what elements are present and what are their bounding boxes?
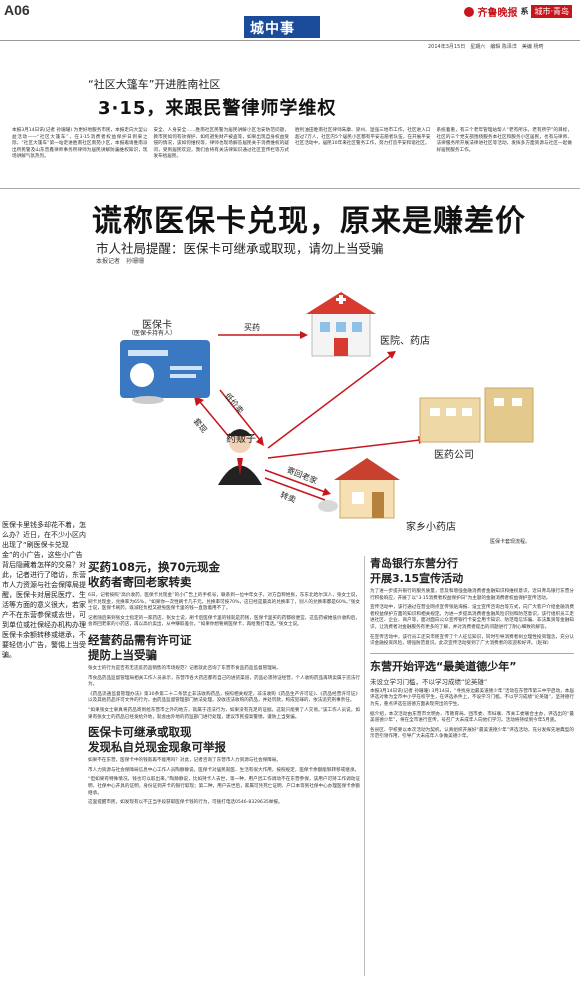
node-pharmacy-label: 家乡小药店 <box>406 522 456 533</box>
top-story-kicker: “社区大篷车”开进胜南社区 <box>88 78 221 91</box>
arrow-pharmacy-broker <box>264 477 326 501</box>
subheading-2-line-2: 提防上当受骗 <box>88 647 157 662</box>
top-story-col-3: 胜利油田胜南社区律师朱康、梁州、温强三地市工作，社区进入口超过7万人，社区内5个… <box>295 128 431 147</box>
arrow-broker-pharmacy <box>264 469 326 493</box>
company-icon <box>419 397 481 443</box>
main-subheadline: 市人社局提醒：医保卡可继承或取现，请勿上当受骗 <box>96 241 384 256</box>
paragraph: 这里提醒市民，如发现有以不正当手段获取医保卡钱的行为，可拨打电话0546-832… <box>88 800 283 806</box>
paragraph: 市食品药品监督管理局相关工作人员表示，东营市各大药店都有自己的进货渠道，药品必须… <box>88 675 360 688</box>
paragraph: 如果不在东营，医保卡中的钱就再不能用吗？对此，记者咨询了东营市人力资源与社会保障… <box>88 758 281 764</box>
subheading-1-line-2: 收药者寄回老家转卖 <box>88 575 192 589</box>
arrow-buy-head <box>300 331 308 339</box>
bank-story-headline-2: 开展3.15宣传活动 <box>370 572 464 585</box>
pills-icon <box>318 500 338 512</box>
top-story-col-2: 安全、人身安全……胜南社区民警为居民讲解小区治安防范问题，教市民如何有效保护、如… <box>153 128 290 160</box>
paragraph: 《药品流通监督管理办法》第30条第二十二条禁止非法收购药品，按照相关规定，非法收… <box>88 691 360 704</box>
logo-suffix: 系 <box>520 7 529 16</box>
subheading-1-line-1: 买药108元，换70元现金 <box>88 560 221 574</box>
arrow-broker-card-head <box>194 396 204 406</box>
column-divider <box>364 556 365 976</box>
fraud-flow-diagram: 医保卡 （医保卡持有人） 药贩子 医院、药店 医药公司 家乡小药店 买药 低价卖… <box>90 270 578 555</box>
page-number: A06 <box>4 2 30 18</box>
paragraph: 宣传活动中，该行通过在营业网点宣传张贴海报、设立宣传咨询台等方式，向广大客户介绍… <box>370 605 574 630</box>
paragraph: 市人力资源与社会保障局信息中心工作人员陶静静说，医保卡对居民就医、生活有很大作用… <box>88 767 360 773</box>
paragraph: 本报3月14日讯(记者 孙珊珊) 3月14日，“寻找身边最美道德少年”活动在东营… <box>370 688 574 707</box>
arrow-broker-hospital-head <box>387 351 396 359</box>
lower-left-column: 买药108元，换70元现金 收药者寄回老家转卖 6日，记者按照“高价收药，医保卡… <box>88 556 360 807</box>
youth-story-subheadline: 未设立学习门槛，不以学习成绩“论英雄” <box>370 677 488 686</box>
edge-buy-label: 买药 <box>244 323 260 332</box>
top-story-headline: 3·15，来跟民警律师学维权 <box>98 98 337 119</box>
paragraph: 各县区、学校要以本次活动为契机，认真组织开展好“最美道德少年”评选活动，充分发挥… <box>370 727 574 740</box>
paragraph: 记者随后来到张女士指定的一家药店，张女士说，刷卡后医保卡里的钱就是药钱，医保卡里… <box>88 615 360 628</box>
arrow-card-broker <box>219 389 261 441</box>
subheading-3-line-2: 发现私自兑现金现象可举报 <box>88 740 226 755</box>
paragraph: “如果张女士果真将药品寄到给东营市之外的地方，就属于违法行为，如果没有充足的证据… <box>88 707 360 720</box>
node-card-sub: （医保卡持有人） <box>128 330 177 337</box>
paragraph: 据介绍，本次活动由东营市文明办、市教育局、团市委、市妇联、市关工委联合主办，评选… <box>370 711 574 724</box>
logo-text: 齐鲁晚报 <box>477 8 518 19</box>
diagram-graphics <box>120 292 534 519</box>
masthead: A06 城中事 齐鲁晚报 系 城市·青岛 2014年3月15日 星期六 编辑 陈… <box>0 0 580 52</box>
main-byline: 本报记者 孙珊珊 <box>96 258 145 265</box>
node-card-label: 医保卡 <box>142 320 172 331</box>
paragraph: 6日，记者按照“高价收药，医保卡兑现金”的小广告上的手机号，联系到一位中年女子，… <box>88 593 360 612</box>
paragraph: 在宣传活动中，该行员工还向市民宣传了个人征信知识，同时引导消费者树立理性投资理念… <box>370 634 574 647</box>
node-hospital-label: 医院、药店 <box>380 336 430 347</box>
paragraph: 为了进一步提升银行的服务质量，普及和增强金融消费者金融知识和维权意识，近日青岛银… <box>370 589 574 601</box>
subheading-2-line-1: 经营药品需有许可证 <box>88 632 192 647</box>
section-banner <box>244 16 320 38</box>
arrow-broker-company <box>267 439 421 459</box>
subheading-3-line-1: 医保卡可继承或取现 <box>88 725 192 740</box>
arrow-broker-hospital <box>267 355 391 449</box>
arrow-card-broker-head <box>256 436 264 446</box>
section-label: 城中事 <box>250 21 295 37</box>
logo-circle-icon <box>464 6 475 17</box>
node-company-label: 医药公司 <box>434 450 474 461</box>
top-story-col-4: 系统着重，有三个老年管理站帮人“老有所乐，老有所学”的目标，社区的三个党支部围绕… <box>436 128 573 153</box>
newspaper-logo: 齐鲁晚报 系 城市·青岛 <box>464 4 572 19</box>
top-story-col-1: 本报3月14日讯(记者 孙珊珊) 为更好地服务市民，本报走向大型公益活动——“社… <box>12 128 148 160</box>
broker-icon <box>229 431 251 453</box>
masthead-divider <box>0 40 580 41</box>
date-editor-line: 2014年3月15日 星期六 编辑 陈泽洋 美编 杨珂 <box>428 44 544 50</box>
logo-box: 城市·青岛 <box>531 5 572 18</box>
pharmacy-icon <box>339 477 395 519</box>
story-divider <box>370 652 574 654</box>
top-story-body: 本报3月14日讯(记者 孙珊珊) 为更好地服务市民，本报走向大型公益活动——“社… <box>12 128 572 161</box>
node-broker-label: 药贩子 <box>226 434 256 445</box>
bank-story-headline-1: 青岛银行东营分行 <box>370 557 458 570</box>
main-headline: 谎称医保卡兑现，原来是赚差价 <box>92 204 526 239</box>
main-intro-text: 医保卡里钱多却花不着，怎么办？近日，在不少小区内出现了“刷医保卡兑现金”的小广告… <box>2 521 86 659</box>
story-divider <box>0 188 580 189</box>
youth-story-headline: 东营开始评选“最美道德少年” <box>370 659 517 673</box>
paragraph: 张女士的行为是否有无违反药品销售的市场规范？记者就此咨询了东营市食品药品监督管理… <box>88 665 281 671</box>
diagram-caption: 医保卡套现流程。 <box>490 539 531 545</box>
paragraph: “但如果有特殊情况，钱也可以取出来。”陶静静说，比如持卡人去世，第一种，用户因工… <box>88 777 360 796</box>
arrow-broker-pharmacy-head <box>322 488 331 496</box>
right-column: 青岛银行东营分行 开展3.15宣传活动 为了进一步提升银行的服务质量，普及和增强… <box>370 556 574 741</box>
